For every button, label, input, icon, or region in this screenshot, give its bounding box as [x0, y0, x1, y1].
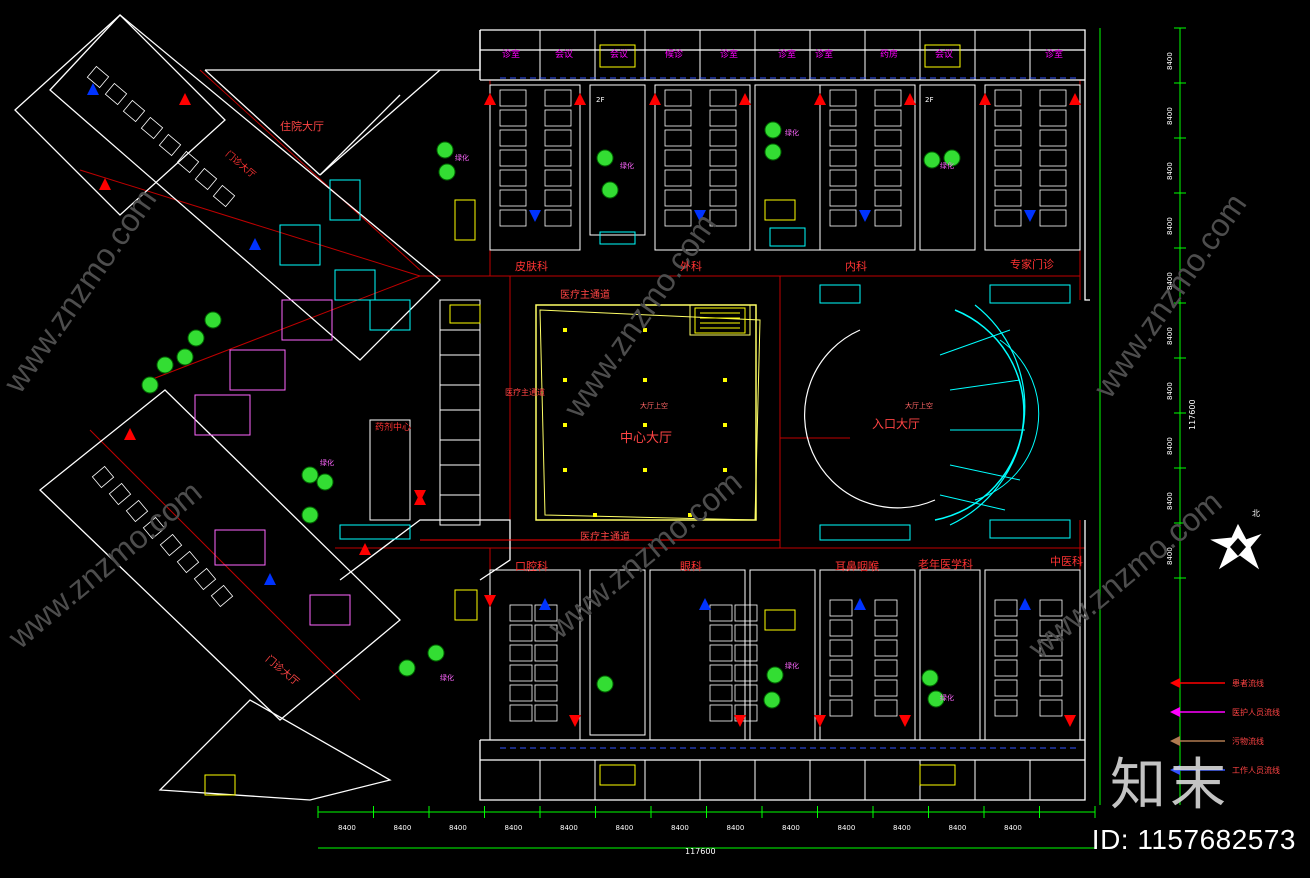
dim-label-bottom: 8400: [893, 824, 911, 832]
room-label-top: 诊室: [502, 48, 520, 60]
entrance-hall: [804, 304, 1040, 526]
small-label: 绿化: [940, 693, 954, 702]
dim-label-bottom: 8400: [727, 824, 745, 832]
dept-label: 耳鼻咽喉: [835, 559, 879, 573]
dept-label: 老年医学科: [918, 557, 973, 571]
dim-label-right: 8400: [1166, 52, 1174, 70]
greenery: [141, 121, 961, 709]
hall-label: 门诊大厅: [263, 652, 302, 688]
legend-lines: [1170, 678, 1225, 775]
dim-label-bottom: 8400: [616, 824, 634, 832]
dimension-lines: [318, 28, 1181, 849]
dim-label-bottom: 8400: [560, 824, 578, 832]
dept-label: 口腔科: [515, 559, 548, 573]
staircases: [204, 44, 961, 796]
watermark-url-2: www.znzmo.com: [556, 207, 724, 425]
waiting-seats: [279, 179, 1071, 541]
dim-label-right: 8400: [1166, 547, 1174, 565]
dim-label-right: 8400: [1166, 272, 1174, 290]
small-label: 绿化: [940, 161, 954, 170]
dept-label: 专家门诊: [1010, 257, 1054, 271]
small-label: 绿化: [785, 661, 799, 670]
room-label-top: 会议: [610, 48, 628, 60]
central-hall: [535, 304, 761, 521]
room-label-top: 诊室: [1045, 48, 1063, 60]
dim-label-right: 8400: [1166, 162, 1174, 180]
room-label-top: 候诊: [665, 48, 683, 60]
dim-label-bottom: 8400: [782, 824, 800, 832]
watermark-url-1: www.znzmo.com: [0, 182, 163, 400]
north-label: 北: [1252, 509, 1260, 518]
watermark-urls: www.znzmo.com www.znzmo.com www.znzmo.co…: [0, 182, 1253, 666]
small-label: 绿化: [620, 161, 634, 170]
dim-label-right: 8400: [1166, 327, 1174, 345]
room-label-top: 诊室: [815, 48, 833, 60]
legend-label: 工作人员流线: [1232, 765, 1280, 775]
dim-total-bottom: 117600: [685, 847, 716, 856]
small-label: 绿化: [455, 153, 469, 162]
small-label: 2F: [925, 96, 933, 104]
light-wells: [194, 299, 351, 626]
watermark-url-4: www.znzmo.com: [1, 473, 209, 656]
room-label-top: 药房: [880, 48, 898, 60]
exam-cubicles: [86, 65, 1067, 722]
dim-label-bottom: 8400: [838, 824, 856, 832]
dim-label-bottom: 8400: [949, 824, 967, 832]
dept-label: 中医科: [1050, 554, 1083, 568]
hall-label: 医疗主通道: [505, 387, 545, 397]
watermark-id: ID: 1157682573: [1091, 824, 1296, 855]
dim-label-bottom: 8400: [338, 824, 356, 832]
hall-label: 药剂中心: [375, 421, 411, 433]
dim-label-bottom: 8400: [1004, 824, 1022, 832]
small-label: 绿化: [440, 673, 454, 682]
dim-label-right: 8400: [1166, 437, 1174, 455]
dim-label-right: 8400: [1166, 492, 1174, 510]
dim-label-bottom: 8400: [394, 824, 412, 832]
room-label-top: 诊室: [778, 48, 796, 60]
hall-label: 入口大厅: [872, 417, 920, 431]
room-label-top: 诊室: [720, 48, 738, 60]
hall-label: 医疗主通道: [580, 530, 630, 543]
small-label: 绿化: [320, 458, 334, 467]
small-label: 大厅上空: [640, 401, 668, 410]
hall-label: 住院大厅: [280, 119, 324, 133]
small-label: 绿化: [785, 128, 799, 137]
north-arrow: [1210, 523, 1262, 570]
dim-label-bottom: 8400: [505, 824, 523, 832]
dept-label: 外科: [680, 259, 702, 273]
small-label: 2F: [596, 96, 604, 104]
dept-label: 皮肤科: [515, 259, 548, 273]
dim-label-bottom: 8400: [671, 824, 689, 832]
legend-label: 污物流线: [1232, 736, 1264, 746]
hall-label: 门诊大厅: [223, 148, 258, 180]
dept-label: 内科: [845, 259, 867, 273]
room-label-top: 会议: [935, 48, 953, 60]
dept-label: 眼科: [680, 559, 702, 573]
dim-label-right: 8400: [1166, 382, 1174, 400]
dim-label-bottom: 8400: [449, 824, 467, 832]
dim-label-right: 8400: [1166, 217, 1174, 235]
watermark-url-5: www.znzmo.com: [541, 463, 749, 646]
exterior-walls: [14, 14, 1090, 801]
small-label: 大厅上空: [905, 401, 933, 410]
hall-label: 医疗主通道: [560, 288, 610, 301]
flow-arrows: [87, 77, 1081, 749]
room-label-top: 会议: [555, 48, 573, 60]
top-wing-rooms: [369, 30, 1081, 800]
hall-label: 中心大厅: [620, 431, 672, 446]
dim-total-right: 117600: [1188, 399, 1197, 430]
watermark-url-6: www.znzmo.com: [1021, 483, 1229, 666]
watermark-logo: 知末: [1110, 753, 1230, 818]
dim-label-right: 8400: [1166, 107, 1174, 125]
legend-label: 医护人员流线: [1232, 707, 1280, 717]
legend-label: 患者流线: [1232, 678, 1264, 688]
